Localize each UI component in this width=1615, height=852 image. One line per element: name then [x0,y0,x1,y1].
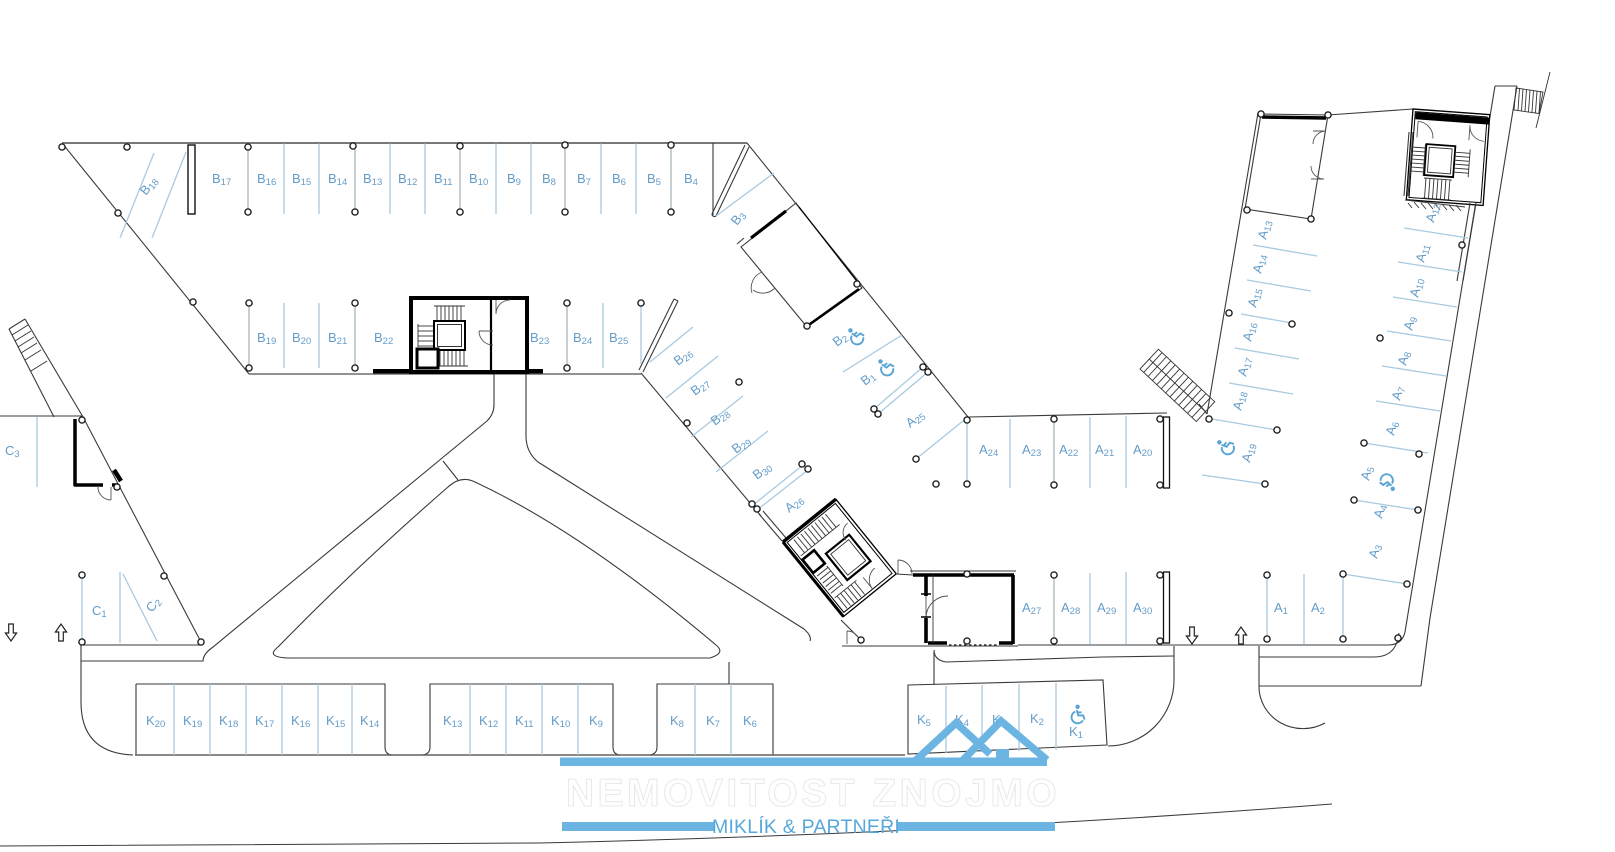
svg-text:B2: B2 [830,329,851,351]
svg-text:B24: B24 [573,330,592,347]
svg-text:K2: K2 [1030,711,1044,728]
svg-text:K10: K10 [551,713,570,730]
svg-text:A11: A11 [1412,242,1433,264]
svg-text:A29: A29 [1097,600,1116,617]
svg-text:A17: A17 [1234,355,1255,378]
svg-text:K1: K1 [1069,724,1083,741]
svg-text:K18: K18 [219,713,238,730]
svg-text:K11: K11 [515,713,534,730]
svg-text:B18: B18 [137,173,162,199]
svg-text:A21: A21 [1095,442,1114,459]
svg-text:A9: A9 [1400,314,1420,332]
svg-text:B26: B26 [671,345,697,370]
svg-text:A19: A19 [1238,441,1259,464]
svg-text:A10: A10 [1406,276,1427,299]
svg-text:K8: K8 [670,713,684,730]
svg-text:K13: K13 [443,713,462,730]
svg-text:B30: B30 [750,459,776,484]
svg-text:A15: A15 [1244,286,1265,309]
svg-text:B10: B10 [469,171,488,188]
svg-text:B6: B6 [612,171,626,188]
svg-text:K20: K20 [146,713,165,730]
svg-text:B4: B4 [684,171,698,188]
svg-text:B1: B1 [858,368,879,390]
svg-text:A12: A12 [1422,201,1443,224]
svg-text:K5: K5 [917,712,931,729]
svg-text:B19: B19 [257,330,276,347]
svg-text:B29: B29 [729,433,755,458]
svg-text:A1: A1 [1274,600,1288,617]
svg-text:A22: A22 [1059,442,1078,459]
svg-text:B13: B13 [363,171,382,188]
svg-text:B17: B17 [212,171,231,188]
svg-text:A7: A7 [1388,384,1408,402]
svg-text:B27: B27 [688,375,714,400]
svg-text:K16: K16 [291,713,310,730]
svg-text:B9: B9 [507,171,521,188]
svg-text:B23: B23 [530,330,549,347]
svg-text:B3: B3 [728,208,750,229]
svg-text:B12: B12 [398,171,417,188]
svg-text:A24: A24 [979,442,998,459]
svg-text:A5: A5 [1357,464,1377,482]
svg-text:B8: B8 [542,171,556,188]
svg-text:K7: K7 [706,713,720,730]
svg-text:C3: C3 [5,443,20,460]
svg-text:B5: B5 [647,171,661,188]
svg-text:B14: B14 [328,171,347,188]
svg-text:A30: A30 [1133,600,1152,617]
svg-text:B11: B11 [434,171,453,188]
svg-text:B7: B7 [577,171,591,188]
svg-text:C2: C2 [143,594,165,616]
svg-text:K15: K15 [326,713,345,730]
svg-text:K17: K17 [255,713,274,730]
svg-text:A16: A16 [1239,320,1260,343]
svg-text:K9: K9 [589,713,603,730]
svg-text:K12: K12 [479,713,498,730]
svg-text:B28: B28 [708,405,734,430]
svg-text:A13: A13 [1254,218,1275,241]
svg-text:B16: B16 [257,171,276,188]
svg-text:K6: K6 [743,713,757,730]
svg-text:A20: A20 [1133,442,1152,459]
svg-text:A28: A28 [1061,600,1080,617]
svg-text:B15: B15 [292,171,311,188]
svg-text:B22: B22 [374,330,393,347]
svg-text:A25: A25 [903,407,929,432]
svg-text:K19: K19 [183,713,202,730]
svg-text:A2: A2 [1311,600,1325,617]
svg-text:A26: A26 [782,492,808,517]
svg-text:B21: B21 [328,330,347,347]
svg-text:A14: A14 [1249,252,1270,275]
svg-text:A3: A3 [1365,542,1385,560]
svg-text:A23: A23 [1022,442,1041,459]
svg-text:K14: K14 [360,713,379,730]
svg-text:NEMOVITOST ZNOJMO: NEMOVITOST ZNOJMO [566,772,1060,815]
svg-text:A18: A18 [1229,389,1250,412]
svg-text:A8: A8 [1394,349,1414,367]
svg-text:B25: B25 [609,330,628,347]
svg-text:MIKLÍK & PARTNEŘI: MIKLÍK & PARTNEŘI [712,815,900,838]
svg-text:A6: A6 [1382,419,1402,437]
svg-text:C1: C1 [92,603,107,620]
svg-text:A27: A27 [1022,600,1041,617]
svg-text:B20: B20 [292,330,311,347]
